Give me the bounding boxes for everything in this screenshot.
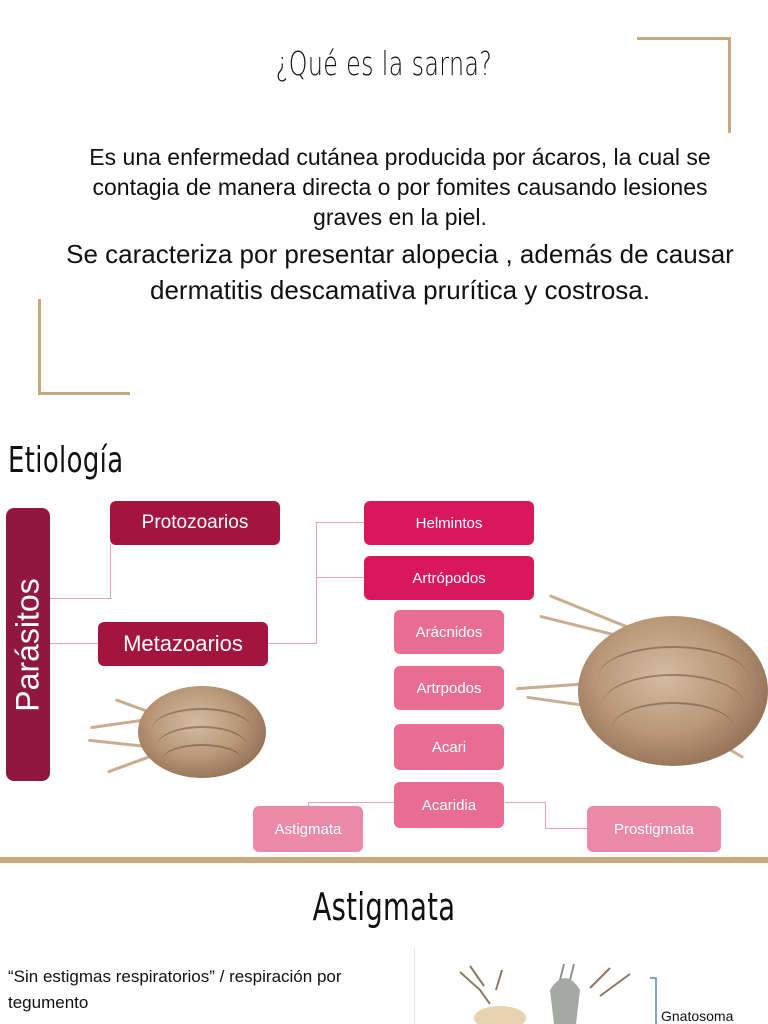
connector <box>110 544 111 599</box>
slide2-title: Etiología <box>8 440 124 481</box>
connector <box>545 802 546 828</box>
slide1-title: ¿Qué es la sarna? <box>275 44 493 83</box>
astigmata-description: “Sin estigmas respiratorios” / respiraci… <box>8 967 342 1012</box>
slide-divider <box>0 857 768 863</box>
helmintos-box: Helmintos <box>364 501 534 545</box>
connector <box>545 828 587 829</box>
connector <box>316 522 364 523</box>
artrpodos-box: Artrpodos <box>394 666 504 710</box>
metazoarios-box: Metazoarios <box>98 622 268 666</box>
prostigmata-box: Prostigmata <box>587 806 721 852</box>
connector <box>505 802 545 803</box>
protozoarios-box: Protozoarios <box>110 501 280 545</box>
connector <box>308 802 394 803</box>
slide3-title: Astigmata <box>312 885 456 929</box>
mite-illustration-small <box>88 680 273 785</box>
connector <box>50 643 98 644</box>
parasitos-root-box: Parásitos <box>6 508 50 781</box>
corner-line-top-right-v <box>728 37 731 133</box>
mite-mouthparts-figure <box>459 963 657 1024</box>
acaridia-box: Acaridia <box>394 782 504 828</box>
artropodos-box: Artrópodos <box>364 556 534 600</box>
connector <box>316 577 364 578</box>
figure-panel-border <box>414 948 415 1024</box>
aracnidos-box: Arácnidos <box>394 610 504 654</box>
astigmata-box: Astigmata <box>253 806 363 852</box>
slide1-paragraph-2: Se caracteriza por presentar alopecia , … <box>66 239 734 305</box>
connector <box>268 643 316 644</box>
corner-line-bottom-left-h <box>38 392 130 395</box>
slide1-paragraph-1: Es una enfermedad cutánea producida por … <box>89 144 711 230</box>
connector <box>316 522 317 644</box>
mite-illustration-large <box>516 594 768 776</box>
connector <box>50 598 112 599</box>
corner-line-bottom-left-v <box>38 299 41 395</box>
acari-box: Acari <box>394 724 504 770</box>
corner-line-top-right-h <box>637 37 731 40</box>
gnatosoma-label: Gnatosoma <box>661 1008 734 1024</box>
parasitos-label: Parásitos <box>9 577 46 712</box>
